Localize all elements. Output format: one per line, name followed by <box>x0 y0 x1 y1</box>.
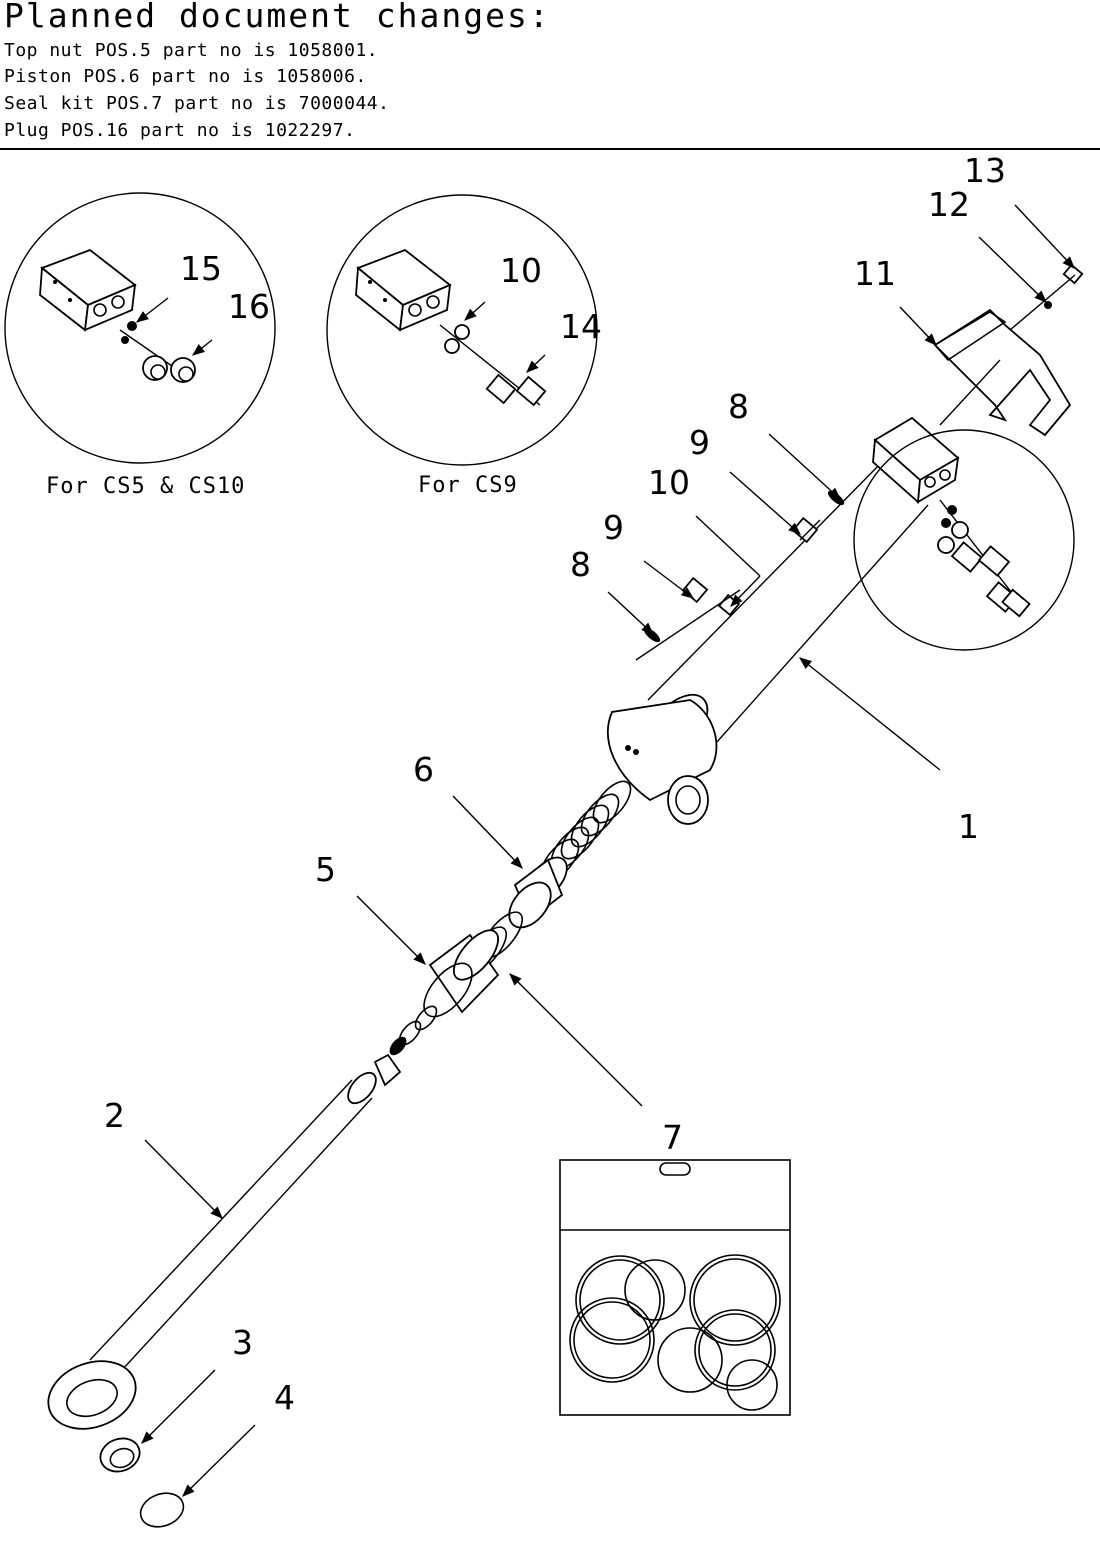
callout-1: 1 <box>958 807 979 846</box>
piston <box>508 856 568 929</box>
change-note-top-nut: Top nut POS.5 part no is 1058001. <box>4 40 379 61</box>
top-nut <box>423 929 500 1018</box>
seal-rings-icon <box>569 1254 781 1411</box>
detail-caption-cs9: For CS9 <box>418 473 518 498</box>
piston-rod <box>47 1053 402 1430</box>
callout-14: 14 <box>560 307 602 346</box>
detail-circle-cs9 <box>326 194 598 466</box>
change-note-seal-kit: Seal kit POS.7 part no is 7000044. <box>4 93 390 114</box>
valve-block-icon <box>355 248 452 332</box>
callout-8: 8 <box>570 545 591 584</box>
detail-cs9: 10 14 For CS9 <box>326 194 602 498</box>
callout-5: 5 <box>315 850 336 889</box>
callout-7: 7 <box>662 1118 683 1157</box>
rod-seals <box>389 1005 438 1056</box>
change-note-plug: Plug POS.16 part no is 1022297. <box>4 120 356 141</box>
callout-10: 10 <box>648 463 690 502</box>
header-divider <box>0 148 1100 150</box>
mounting-bracket <box>933 308 1072 437</box>
retaining-ring <box>139 1492 185 1528</box>
seal-kit-bag <box>559 1159 791 1416</box>
bushing <box>99 1437 141 1473</box>
callout-11: 11 <box>854 254 896 293</box>
valve-block-icon <box>39 248 137 332</box>
callout-9: 9 <box>603 508 624 547</box>
detail-caption-cs5-cs10: For CS5 & CS10 <box>46 474 245 499</box>
callout-4: 4 <box>274 1378 295 1417</box>
detail-circle-cs5-cs10 <box>4 192 276 464</box>
change-note-piston: Piston POS.6 part no is 1058006. <box>4 66 367 87</box>
callout-8: 8 <box>728 387 749 426</box>
plug-icon <box>142 355 196 383</box>
fitting-icon <box>444 324 547 407</box>
page-title: Planned document changes: <box>4 0 551 35</box>
callout-16: 16 <box>228 287 270 326</box>
fitting-group-lower <box>635 576 741 661</box>
callout-15: 15 <box>180 249 222 288</box>
detail-circle-main <box>853 429 1075 651</box>
valve-block-main <box>872 416 960 504</box>
valve-fittings-main <box>937 499 1031 618</box>
callout-13: 13 <box>964 151 1006 190</box>
detail-cs5-cs10: 15 16 For CS5 & CS10 <box>4 192 276 499</box>
cylinder-barrel <box>607 461 929 825</box>
callout-2: 2 <box>104 1096 125 1135</box>
callout-3: 3 <box>232 1323 253 1362</box>
callout-10: 10 <box>500 251 542 290</box>
screw-icon <box>1009 263 1084 331</box>
callout-6: 6 <box>413 750 434 789</box>
callout-9: 9 <box>689 423 710 462</box>
callout-12: 12 <box>928 185 970 224</box>
